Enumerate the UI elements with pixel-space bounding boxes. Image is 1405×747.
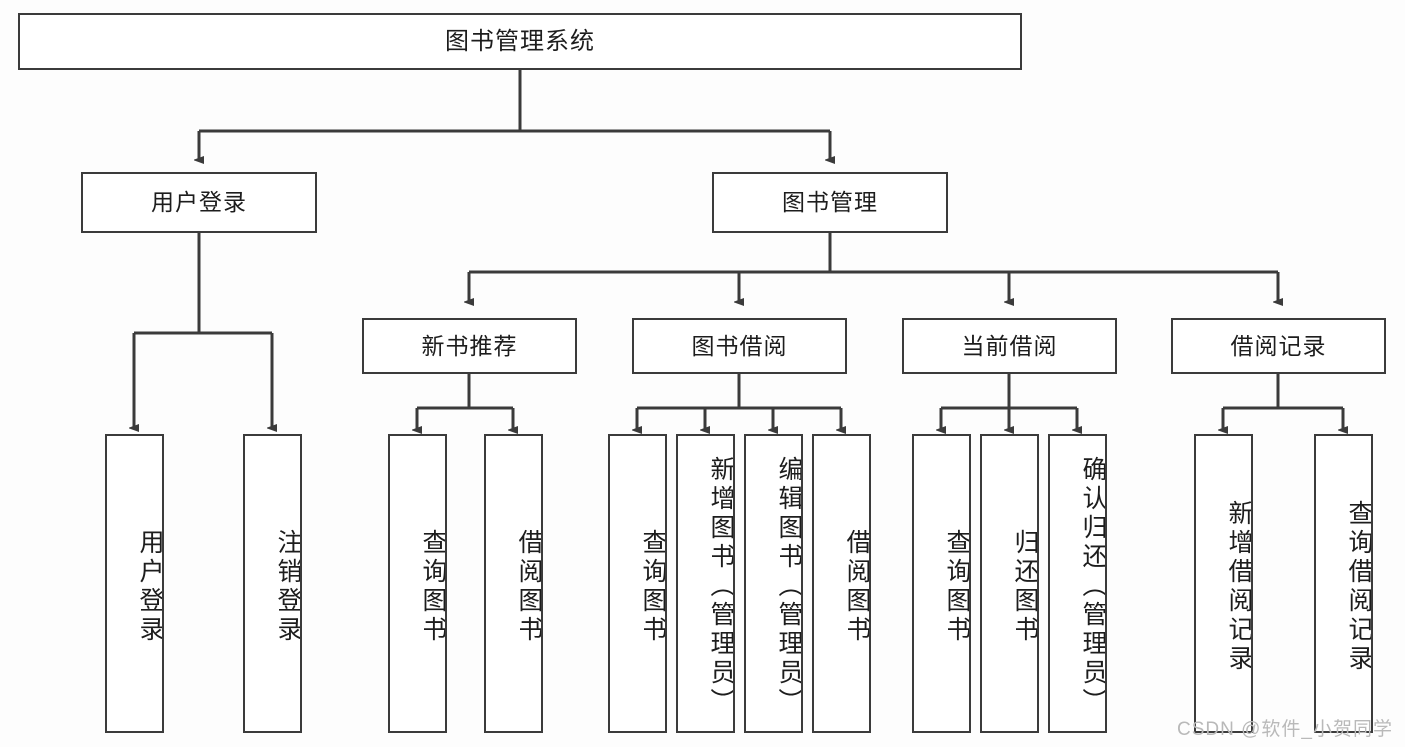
leaf-label: 确认归还（管理员）: [1079, 456, 1107, 717]
leaf-label: 借阅图书: [843, 528, 871, 645]
leaf-new-book-query[interactable]: 查询图书: [388, 434, 447, 733]
leaf-label: 注销登录: [274, 528, 302, 645]
watermark: CSDN @软件_小贺同学: [1177, 719, 1393, 740]
leaf-current-query-book[interactable]: 查询图书: [912, 434, 971, 733]
node-current-borrow[interactable]: 当前借阅: [902, 318, 1117, 374]
leaf-label: 用户登录: [136, 528, 164, 645]
node-root[interactable]: 图书管理系统: [18, 13, 1022, 70]
leaf-label: 新增图书（管理员）: [707, 456, 735, 717]
leaf-borrow-borrow-book[interactable]: 借阅图书: [812, 434, 871, 733]
node-borrow-record[interactable]: 借阅记录: [1171, 318, 1386, 374]
leaf-label: 新增借阅记录: [1225, 499, 1253, 674]
node-book-borrow[interactable]: 图书借阅: [632, 318, 847, 374]
leaf-borrow-add-book[interactable]: 新增图书（管理员）: [676, 434, 735, 733]
node-current-borrow-label: 当前借阅: [961, 332, 1058, 359]
leaf-label: 查询图书: [943, 528, 971, 645]
node-user-login-label: 用户登录: [151, 189, 247, 216]
leaf-current-return-book[interactable]: 归还图书: [980, 434, 1039, 733]
leaf-label: 归还图书: [1011, 528, 1039, 645]
leaf-label: 借阅图书: [515, 528, 543, 645]
node-book-management[interactable]: 图书管理: [712, 172, 948, 233]
node-new-book-recommend-label: 新书推荐: [421, 332, 518, 359]
leaf-current-confirm-return[interactable]: 确认归还（管理员）: [1048, 434, 1107, 733]
leaf-user-login-signin[interactable]: 用户登录: [105, 434, 164, 733]
leaf-label: 查询图书: [419, 528, 447, 645]
node-book-borrow-label: 图书借阅: [691, 332, 788, 359]
node-borrow-record-label: 借阅记录: [1230, 332, 1327, 359]
node-root-label: 图书管理系统: [445, 27, 595, 55]
leaf-borrow-edit-book[interactable]: 编辑图书（管理员）: [744, 434, 803, 733]
leaf-label: 查询图书: [639, 528, 667, 645]
leaf-borrow-query-book[interactable]: 查询图书: [608, 434, 667, 733]
leaf-label: 查询借阅记录: [1345, 499, 1373, 674]
node-new-book-recommend[interactable]: 新书推荐: [362, 318, 577, 374]
node-user-login[interactable]: 用户登录: [81, 172, 317, 233]
leaf-user-login-signout[interactable]: 注销登录: [243, 434, 302, 733]
leaf-record-query[interactable]: 查询借阅记录: [1314, 434, 1373, 733]
node-book-management-label: 图书管理: [782, 189, 878, 216]
leaf-new-book-borrow[interactable]: 借阅图书: [484, 434, 543, 733]
leaf-record-add[interactable]: 新增借阅记录: [1194, 434, 1253, 733]
leaf-label: 编辑图书（管理员）: [775, 456, 803, 717]
